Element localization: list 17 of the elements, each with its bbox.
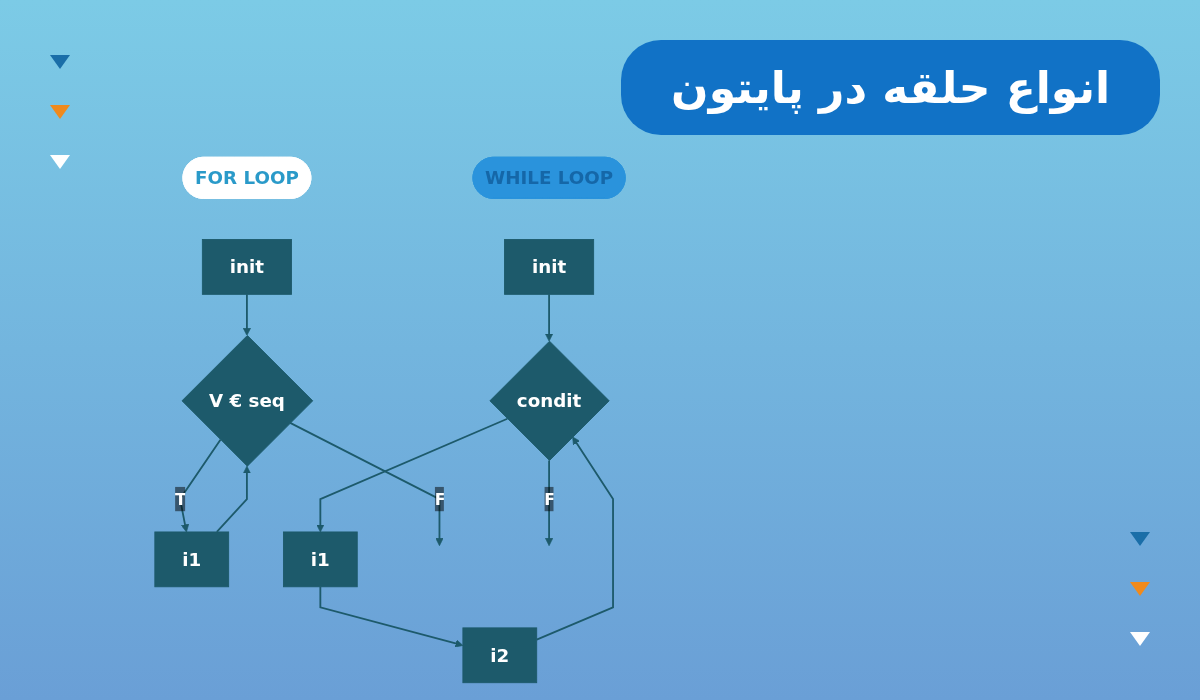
edge-label: F: [434, 489, 446, 509]
arrow: [316, 417, 509, 533]
node-diamond: condit: [489, 340, 610, 461]
node-box: i1: [154, 531, 230, 588]
node-diamond: V € seq: [181, 335, 314, 467]
arrow: [545, 293, 554, 342]
node-box: i2: [462, 627, 538, 684]
edge-label: F: [544, 489, 556, 509]
node-box: init: [201, 239, 292, 295]
arrow: [215, 465, 251, 533]
node-box: init: [504, 239, 595, 295]
title-banner: انواع حلقه در پایتون: [621, 40, 1160, 135]
arrow: [319, 585, 464, 648]
node-box: i1: [283, 531, 358, 588]
arrow: [535, 436, 614, 641]
arrow: [242, 293, 251, 336]
arrow: [179, 438, 222, 533]
